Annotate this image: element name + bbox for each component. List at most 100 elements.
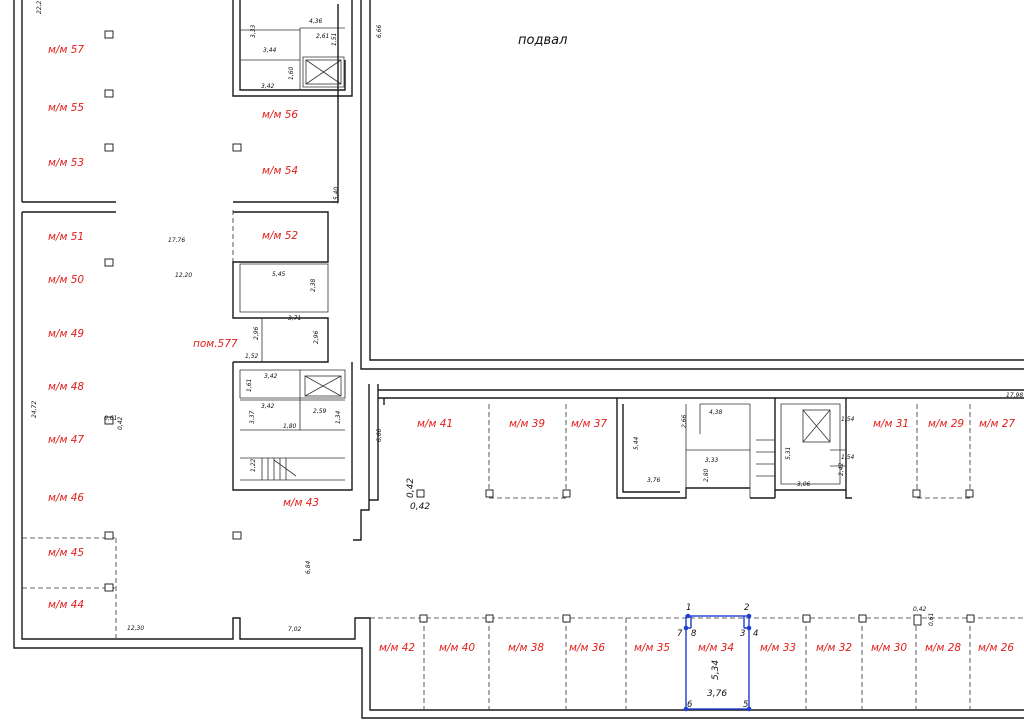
columns — [104, 30, 975, 626]
dim-label: 5,45 — [272, 271, 286, 278]
spot-41[interactable]: м/м 41 — [417, 418, 453, 430]
vertex-label: 1 — [686, 603, 691, 613]
spot-51[interactable]: м/м 51 — [48, 231, 84, 243]
dim-label: 12,20 — [175, 272, 192, 279]
dim-label: 3,44 — [263, 47, 277, 54]
spot-43[interactable]: м/м 43 — [283, 497, 319, 509]
dim-label: 3,33 — [250, 24, 257, 38]
dim-label: 6,84 — [305, 560, 312, 574]
vertex-handle[interactable] — [746, 625, 752, 631]
spot-33[interactable]: м/м 33 — [760, 642, 796, 654]
dim-label: 1,52 — [245, 353, 259, 360]
spot-48[interactable]: м/м 48 — [48, 381, 84, 393]
dim-label: 2,66 — [681, 414, 688, 428]
vertex-handle[interactable] — [685, 613, 691, 619]
vertex-handle[interactable] — [746, 613, 752, 619]
dim-label: 0,42 — [117, 416, 124, 430]
vertex-label: 2 — [744, 603, 749, 613]
outer-walls — [13, 0, 1024, 719]
dim-label: 3,71 — [288, 315, 301, 322]
vertex-handle[interactable] — [683, 706, 689, 712]
spot-27[interactable]: м/м 27 — [979, 418, 1015, 430]
spot-52[interactable]: м/м 52 — [262, 230, 298, 242]
spot-45[interactable]: м/м 45 — [48, 547, 84, 559]
dim-label: 1,54 — [841, 454, 855, 461]
dim-label: 1,61 — [246, 379, 253, 392]
dim-label: 17,76 — [168, 237, 185, 244]
spot-49[interactable]: м/м 49 — [48, 328, 84, 340]
spot-57[interactable]: м/м 57 — [48, 44, 84, 56]
vertex-handle[interactable] — [683, 625, 689, 631]
spot-36[interactable]: м/м 36 — [569, 642, 605, 654]
dim-label: 0,42 — [406, 478, 416, 498]
vertex-label: 7 — [677, 629, 683, 639]
dim-label: 3,42 — [264, 373, 278, 380]
parking-spots: м/м 57 м/м 55 м/м 53 м/м 51 м/м 50 м/м 4… — [48, 44, 1015, 654]
spot-28[interactable]: м/м 28 — [925, 642, 961, 654]
spot-47[interactable]: м/м 47 — [48, 434, 84, 446]
dim-label: 6,66 — [376, 428, 383, 442]
vertex-label: 4 — [753, 629, 758, 639]
spot-38[interactable]: м/м 38 — [508, 642, 544, 654]
spot-34[interactable]: м/м 34 — [698, 642, 734, 654]
dim-label: 2,80 — [703, 468, 710, 482]
dim-label: 5,44 — [633, 436, 640, 450]
spot-39[interactable]: м/м 39 — [509, 418, 545, 430]
spot-50[interactable]: м/м 50 — [48, 274, 84, 286]
parking-dividers — [22, 404, 1024, 710]
dim-label: 15,40 — [333, 187, 340, 204]
dim-label: 7,02 — [288, 626, 302, 633]
vertex-label: 8 — [691, 629, 697, 639]
spot-53[interactable]: м/м 53 — [48, 157, 84, 169]
spot-26[interactable]: м/м 26 — [978, 642, 1014, 654]
dim-label: 2,59 — [313, 408, 327, 415]
dim-label: 2,96 — [313, 330, 320, 344]
dim-label: 22,2 — [36, 0, 43, 14]
selection-width: 3,76 — [707, 689, 727, 699]
dim-label: 0,42 — [410, 502, 430, 512]
vertex-label: 3 — [740, 629, 745, 639]
room-577[interactable]: пом.577 — [193, 338, 238, 350]
dim-label: 1,54 — [841, 416, 855, 423]
spot-37[interactable]: м/м 37 — [571, 418, 607, 430]
vertex-label: 5 — [743, 700, 748, 710]
vertex-handle[interactable] — [746, 706, 752, 712]
dim-label: 2,96 — [253, 326, 260, 340]
dimensions: 22,2 4,36 3,33 3,44 2,61 1,51 3,42 1,60 … — [31, 0, 1023, 633]
spot-55[interactable]: м/м 55 — [48, 102, 84, 114]
dim-label: 0,61 — [928, 613, 935, 626]
dim-label: 4,38 — [709, 409, 723, 416]
dim-label: 3,06 — [797, 481, 811, 488]
spot-46[interactable]: м/м 46 — [48, 492, 84, 504]
spot-54[interactable]: м/м 54 — [262, 165, 298, 177]
selection-outline[interactable]: 1 2 3 4 5 6 7 8 5,34 3,76 — [677, 603, 758, 712]
spot-40[interactable]: м/м 40 — [439, 642, 475, 654]
dim-label: 3,76 — [647, 477, 661, 484]
left-core — [232, 0, 353, 491]
dim-label: 3,37 — [249, 410, 256, 424]
dim-label: 3,42 — [261, 83, 275, 90]
dim-label: 4,36 — [309, 18, 323, 25]
dim-label: 1,34 — [335, 410, 342, 424]
dim-label: 2,61 — [316, 33, 329, 40]
dim-label: 1,80 — [283, 423, 297, 430]
dim-label: 5,31 — [785, 447, 792, 460]
dim-label: 1,51 — [331, 33, 338, 46]
spot-30[interactable]: м/м 30 — [871, 642, 907, 654]
dim-label: 1,60 — [288, 66, 295, 80]
spot-32[interactable]: м/м 32 — [816, 642, 852, 654]
spot-31[interactable]: м/м 31 — [873, 418, 909, 430]
middle-core — [616, 398, 852, 499]
spot-35[interactable]: м/м 35 — [634, 642, 670, 654]
spot-42[interactable]: м/м 42 — [379, 642, 415, 654]
dim-label: 12,30 — [127, 625, 144, 632]
dim-label: 2,38 — [310, 278, 317, 292]
dim-label: 0,42 — [913, 606, 927, 613]
spot-44[interactable]: м/м 44 — [48, 599, 84, 611]
spot-29[interactable]: м/м 29 — [928, 418, 964, 430]
dim-label: 3,42 — [261, 403, 275, 410]
spot-56[interactable]: м/м 56 — [262, 109, 298, 121]
dim-label: 3,33 — [705, 457, 719, 464]
dim-label: 17,98 — [1006, 392, 1023, 399]
